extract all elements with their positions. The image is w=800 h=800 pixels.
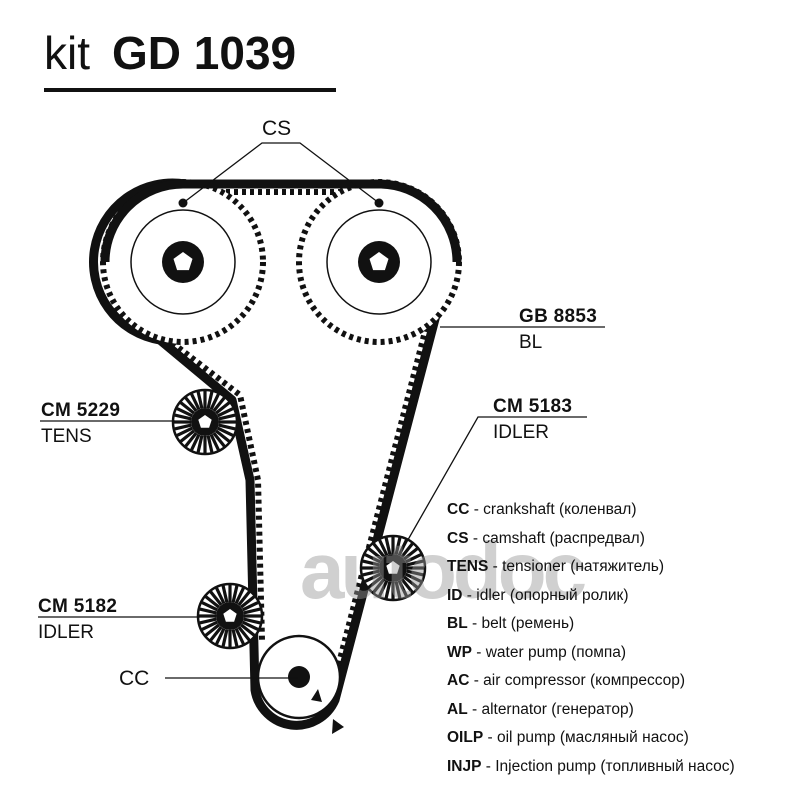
idler-roller-left bbox=[196, 582, 264, 650]
belt-callout: GB 8853 BL bbox=[519, 306, 597, 354]
cc-label: CC bbox=[119, 667, 150, 690]
legend-item: ID - idler (опорный ролик) bbox=[447, 586, 629, 604]
camshaft-pulley-right bbox=[296, 179, 462, 345]
cs-leader bbox=[182, 142, 380, 204]
belt-part-number: GB 8853 bbox=[519, 306, 598, 327]
legend-item: WP - water pump (помпа) bbox=[447, 643, 627, 661]
watermark: autodoc bbox=[300, 526, 587, 615]
idler-left-part-number: CM 5182 bbox=[38, 596, 118, 617]
belt-teeth bbox=[164, 189, 431, 691]
idler-right-leader bbox=[404, 416, 587, 546]
kit-title: kit GD 1039 bbox=[44, 30, 296, 76]
legend-item: AL - alternator (генератор) bbox=[447, 700, 634, 718]
rotation-arrow-outer bbox=[332, 719, 344, 734]
tensioner-roller bbox=[171, 388, 239, 456]
abbreviation-legend: CC - crankshaft (коленвал) CS - camshaft… bbox=[447, 496, 735, 781]
idler-left-role: IDLER bbox=[38, 622, 94, 643]
tensioner-role: TENS bbox=[41, 426, 92, 447]
legend-item: TENS - tensioner (натяжитель) bbox=[447, 558, 665, 575]
legend-item: AC - air compressor (компрессор) bbox=[447, 672, 686, 689]
kit-prefix: kit bbox=[44, 27, 90, 79]
idler-right-part-number: CM 5183 bbox=[493, 396, 573, 417]
rotation-arrow-inner bbox=[311, 689, 322, 702]
legend-item: BL - belt (ремень) bbox=[447, 615, 575, 632]
kit-code: GD 1039 bbox=[112, 27, 297, 79]
legend-item: CC - crankshaft (коленвал) bbox=[447, 501, 637, 518]
legend-item: OILP - oil pump (масляный насос) bbox=[447, 729, 689, 746]
legend-item: CS - camshaft (распредвал) bbox=[447, 529, 645, 547]
idler-left-callout: CM 5182 IDLER bbox=[38, 596, 117, 644]
cs-label: CS bbox=[262, 117, 292, 140]
legend-item: INJP - Injection pump (топливный насос) bbox=[447, 757, 735, 775]
belt-role: BL bbox=[519, 332, 543, 353]
idler-right-role: IDLER bbox=[493, 422, 549, 443]
crankshaft-pulley bbox=[256, 634, 342, 720]
idler-right-callout: CM 5183 IDLER bbox=[493, 396, 572, 444]
title-underline bbox=[44, 88, 336, 92]
tensioner-callout: CM 5229 TENS bbox=[41, 400, 120, 448]
tensioner-part-number: CM 5229 bbox=[41, 400, 121, 421]
